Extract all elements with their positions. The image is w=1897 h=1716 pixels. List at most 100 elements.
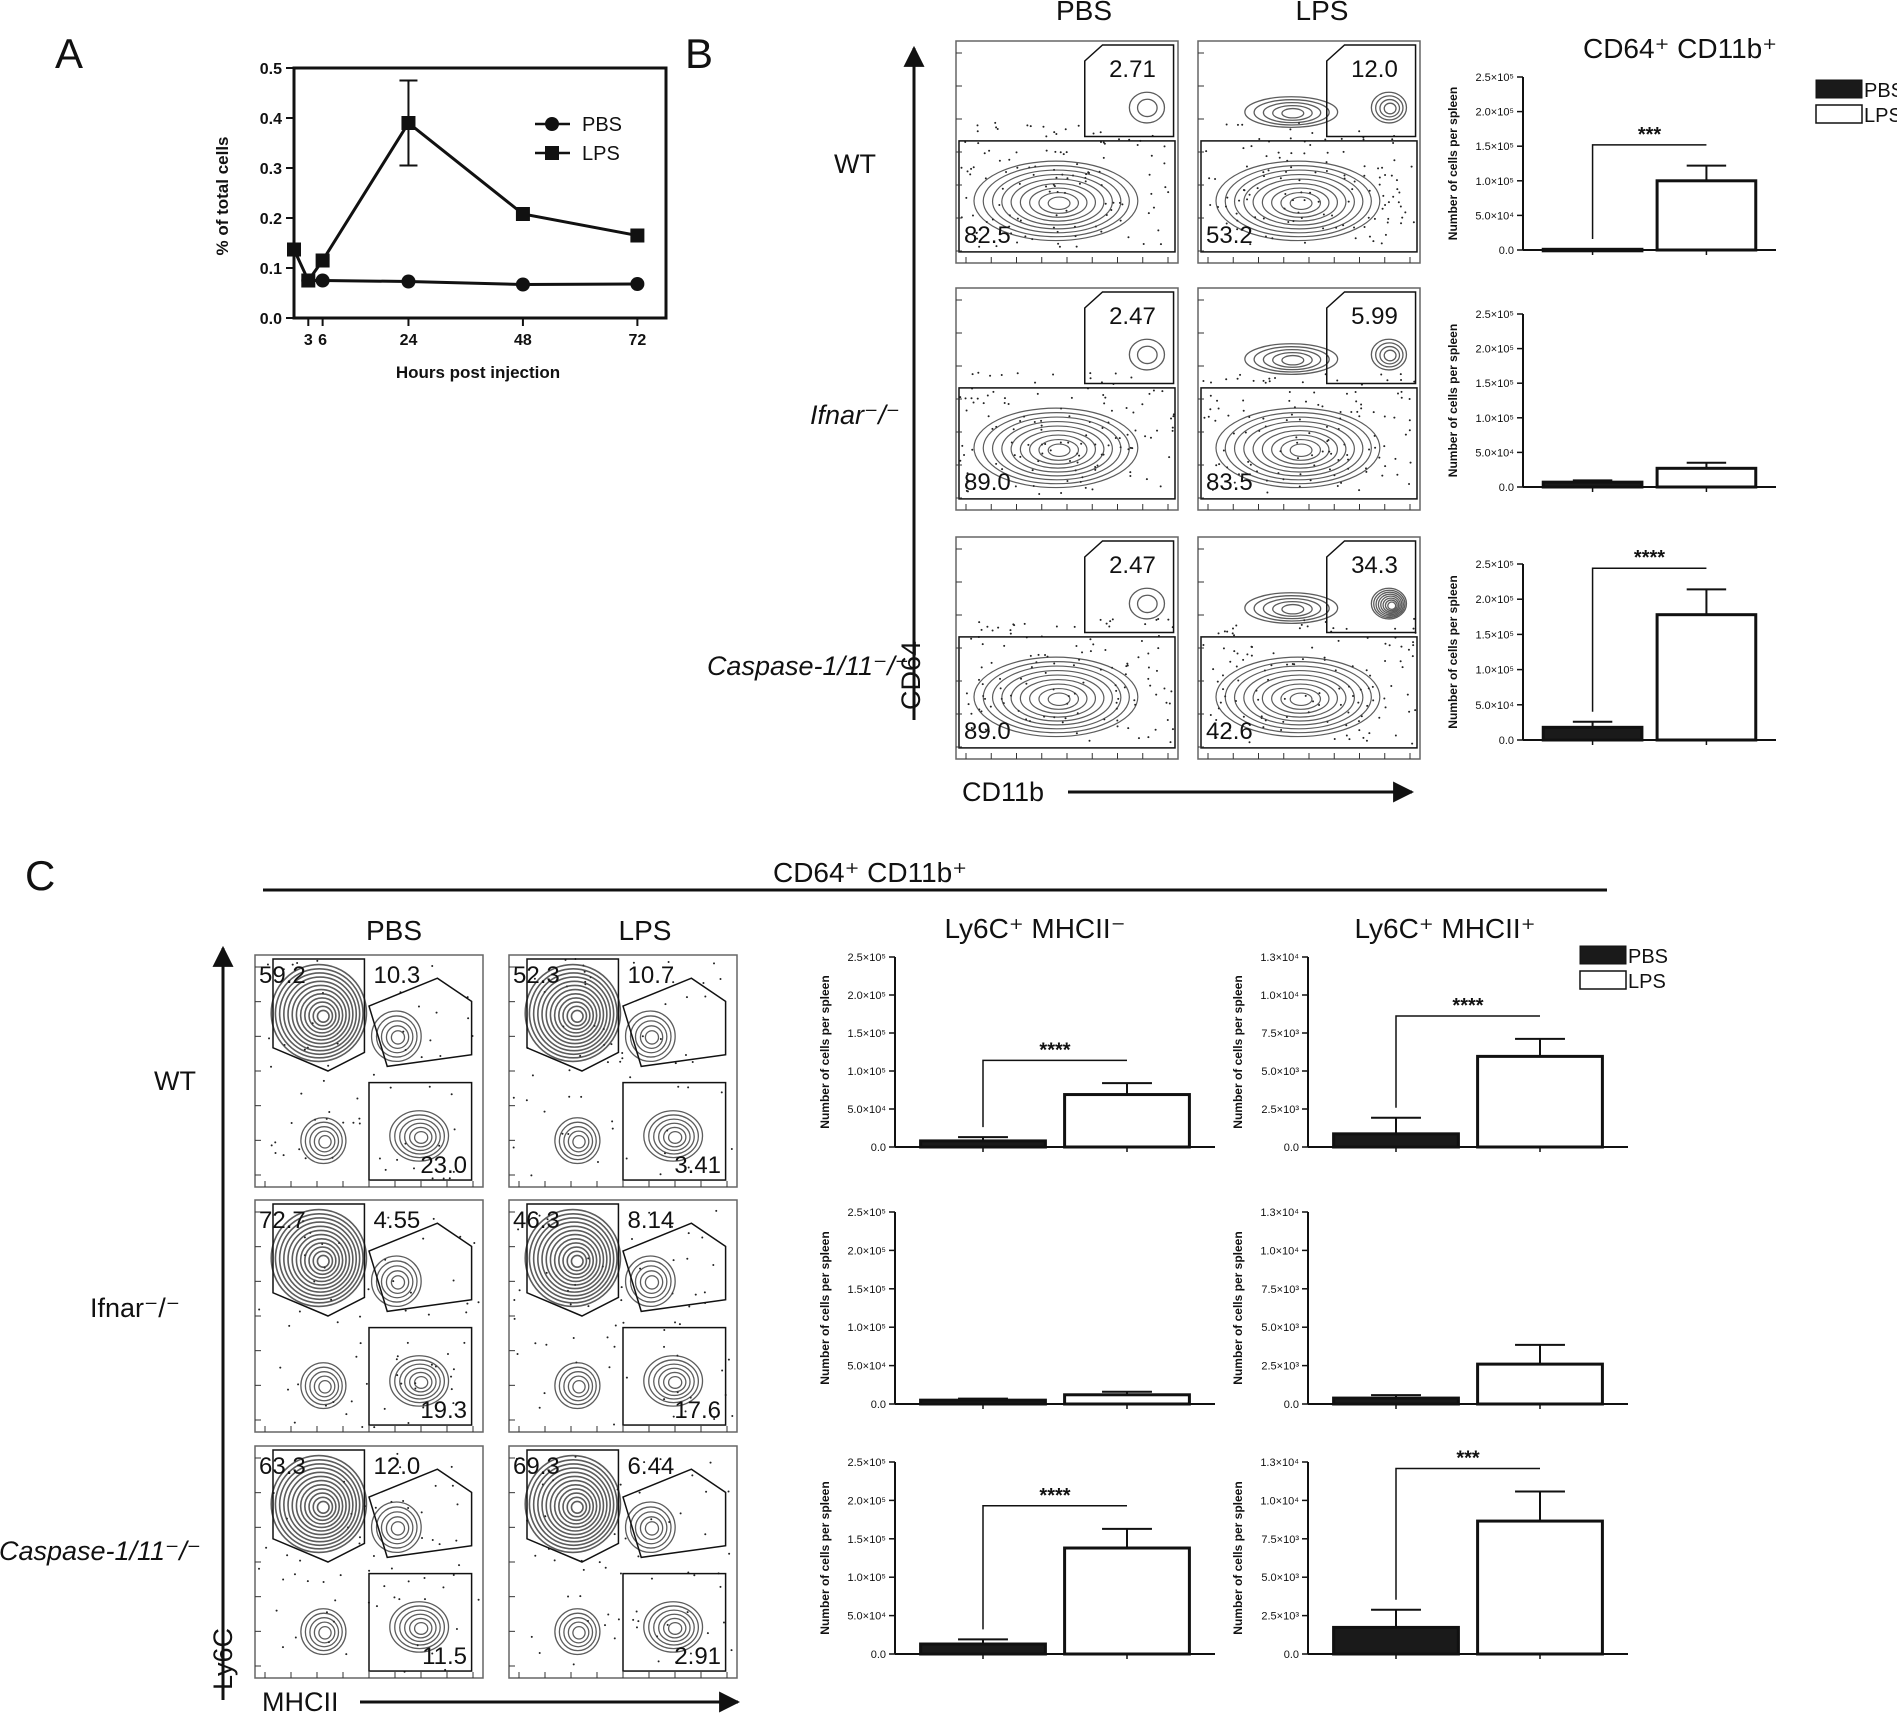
event-dot [392, 1280, 395, 1283]
chart-a-point-pbs [315, 273, 330, 288]
contour-intermediate [385, 1516, 410, 1541]
gate-mhcii-high [622, 1081, 727, 1181]
event-dot [398, 1598, 401, 1601]
event-dot [995, 462, 998, 465]
event-dot [359, 1342, 362, 1345]
gate-value-lower: 83.5 [1206, 469, 1253, 496]
event-dot [1209, 394, 1212, 397]
contour-intermediate [624, 1501, 676, 1554]
event-dot [995, 126, 998, 129]
event-dot [1371, 685, 1374, 688]
event-dot [450, 1465, 453, 1468]
event-dot [1400, 396, 1403, 399]
event-dot [619, 1572, 622, 1575]
chart-a-xtick-label: 72 [628, 332, 646, 349]
chart-a-point-lps [301, 273, 316, 288]
contour-intermediate [639, 1025, 664, 1050]
event-dot [1005, 170, 1008, 173]
event-dot [422, 1237, 425, 1240]
event-dot [672, 981, 675, 984]
event-dot [965, 196, 968, 199]
bar-ytick-label: 0.0 [1284, 1399, 1299, 1411]
event-dot [1285, 419, 1288, 422]
event-dot [1040, 424, 1043, 427]
event-dot [1336, 484, 1339, 487]
contour-intermediate [644, 1521, 660, 1536]
event-dot [1099, 131, 1102, 134]
event-dot [1018, 182, 1021, 185]
event-dot [1411, 655, 1414, 658]
bar-ytick-label: 2.0×10⁵ [847, 1245, 886, 1257]
event-dot [1016, 241, 1019, 244]
event-dot [1032, 173, 1035, 176]
event-dot [1060, 492, 1063, 495]
bar-ytick-label: 1.0×10⁴ [1260, 1245, 1299, 1257]
contour-ly6c-high [537, 976, 612, 1052]
contour-main [1029, 187, 1088, 218]
chart-a-xtick-label: 24 [400, 332, 418, 349]
event-dot [1325, 170, 1328, 173]
event-dot [1345, 627, 1348, 630]
event-dot [1121, 203, 1124, 206]
event-dot [451, 1484, 454, 1487]
event-dot [328, 1111, 331, 1114]
bar-ytick-label: 0.0 [1499, 735, 1514, 747]
event-dot [1219, 701, 1222, 704]
event-dot [1358, 415, 1361, 418]
bar-ytick-label: 1.3×10⁴ [1260, 1457, 1299, 1469]
event-dot [1290, 166, 1293, 169]
event-dot [731, 1414, 734, 1417]
event-dot [1377, 167, 1380, 170]
b-legend-pbs-swatch [1815, 79, 1863, 99]
contour-intermediate [385, 1025, 410, 1050]
significance-bracket [1591, 144, 1707, 240]
contour-intermediate [370, 1501, 422, 1554]
event-dot [1125, 407, 1128, 410]
panel-label-b: B [685, 30, 713, 77]
event-dot [1134, 429, 1137, 432]
event-dot [1124, 673, 1127, 676]
b-flow-plot-3-lps: 34.342.6 [1197, 536, 1421, 760]
bar-ytick-label: 1.3×10⁴ [1260, 1207, 1299, 1219]
event-dot [1092, 643, 1095, 646]
event-dot [530, 1174, 533, 1177]
event-dot [1258, 137, 1261, 140]
bar-lps [1655, 179, 1758, 252]
contour-main [1224, 660, 1372, 734]
contour-mhcii-high [404, 1122, 437, 1152]
event-dot [686, 1611, 689, 1614]
contour-mhcii-high [648, 1114, 700, 1159]
event-dot [1048, 190, 1051, 193]
event-dot [688, 1305, 691, 1308]
event-dot [1238, 199, 1241, 202]
event-dot [431, 964, 434, 967]
panel-label-a: A [55, 30, 83, 77]
contour-intermediate [390, 1521, 406, 1536]
event-dot [990, 661, 993, 664]
event-dot [1384, 660, 1387, 663]
contour-cd64-high [1136, 594, 1158, 614]
event-dot [1117, 697, 1120, 700]
gate-value-ly6c-high: 59.2 [259, 962, 306, 989]
event-dot [1084, 486, 1087, 489]
bar-ytick-label: 5.0×10⁴ [1475, 700, 1514, 712]
event-dot [1044, 442, 1047, 445]
chart-a-ytick-label: 0.5 [260, 61, 282, 78]
event-dot [439, 1054, 442, 1057]
event-dot [422, 1406, 425, 1409]
event-dot [650, 978, 653, 981]
contour-ly6c-high [553, 1483, 598, 1529]
gate-cd64-cd11b [1084, 44, 1175, 138]
event-dot [969, 173, 972, 176]
event-dot [527, 1463, 530, 1466]
event-dot [1289, 128, 1292, 131]
event-dot [976, 237, 979, 240]
contour-main [982, 660, 1130, 734]
chart-a-point-lps [401, 116, 416, 130]
chart-a-ytick-label: 0.1 [260, 261, 282, 278]
event-dot [512, 1096, 515, 1099]
event-dot [1397, 392, 1400, 395]
contour-mhcii-high [408, 1126, 433, 1148]
event-dot [1252, 379, 1255, 382]
